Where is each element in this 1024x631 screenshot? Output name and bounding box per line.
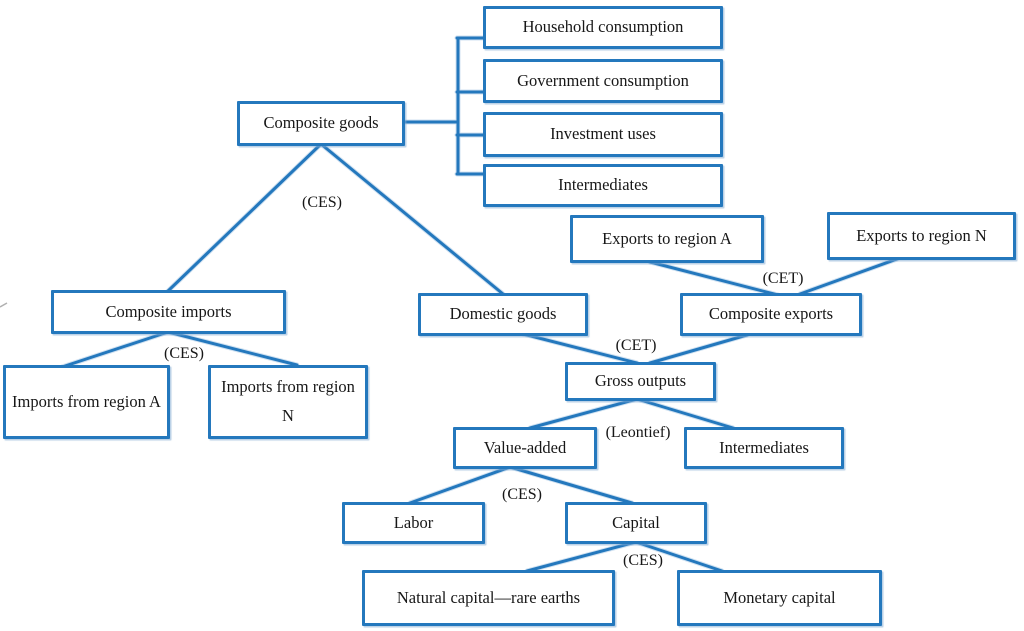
label-cet-gross-outputs: (CET) (615, 337, 657, 354)
node-monetary-capital: Monetary capital (677, 570, 882, 626)
node-composite-exports: Composite exports (680, 293, 862, 336)
node-imports-region-a: Imports from region A (3, 365, 170, 439)
edge-exportsA-compositeexports (648, 260, 780, 297)
edge-compositegoods-compositeimports (166, 142, 323, 293)
edge-valueadded-capital (508, 465, 634, 505)
stray-crop-mark (0, 302, 8, 308)
edge-valueadded-labor (408, 465, 512, 505)
label-ces-composite-goods: (CES) (302, 194, 342, 211)
edge-compositeimports-importsN (166, 330, 299, 367)
edge-grossoutputs-intermediates (635, 397, 735, 430)
edge-capital-monetarycapital (634, 540, 724, 573)
node-intermediates-uses: Intermediates (483, 164, 723, 207)
node-gross-outputs: Gross outputs (565, 362, 716, 401)
edge-domesticgoods-grossoutputs (521, 332, 639, 365)
node-intermediates-inputs: Intermediates (684, 427, 844, 469)
label-ces-capital: (CES) (623, 552, 663, 569)
node-natural-capital-rare-earths: Natural capital—rare earths (362, 570, 615, 626)
label-cet-composite-exports: (CET) (762, 270, 804, 287)
edge-capital-naturalcapital (525, 540, 638, 573)
edge-compositegoods-domesticgoods (319, 142, 505, 296)
node-investment-uses: Investment uses (483, 112, 723, 157)
label-leontief-gross-outputs: (Leontief) (605, 424, 671, 441)
edge-exportsN-compositeexports (798, 257, 899, 296)
node-imports-region-n: Imports from region N (208, 365, 368, 439)
node-composite-goods: Composite goods (237, 101, 405, 146)
label-ces-composite-imports: (CES) (164, 345, 204, 362)
node-household-consumption: Household consumption (483, 6, 723, 49)
node-exports-region-a: Exports to region A (570, 215, 764, 263)
edge-grossoutputs-valueadded (528, 397, 639, 430)
node-exports-region-n: Exports to region N (827, 212, 1016, 260)
node-domestic-goods: Domestic goods (418, 293, 588, 336)
node-composite-imports: Composite imports (51, 290, 286, 334)
edge-compositeexports-grossoutputs (648, 333, 749, 365)
node-government-consumption: Government consumption (483, 59, 723, 103)
node-labor: Labor (342, 502, 485, 544)
node-capital: Capital (565, 502, 707, 544)
node-value-added: Value-added (453, 427, 597, 469)
label-ces-value-added: (CES) (502, 486, 542, 503)
edge-compositeimports-importsA (60, 330, 170, 369)
